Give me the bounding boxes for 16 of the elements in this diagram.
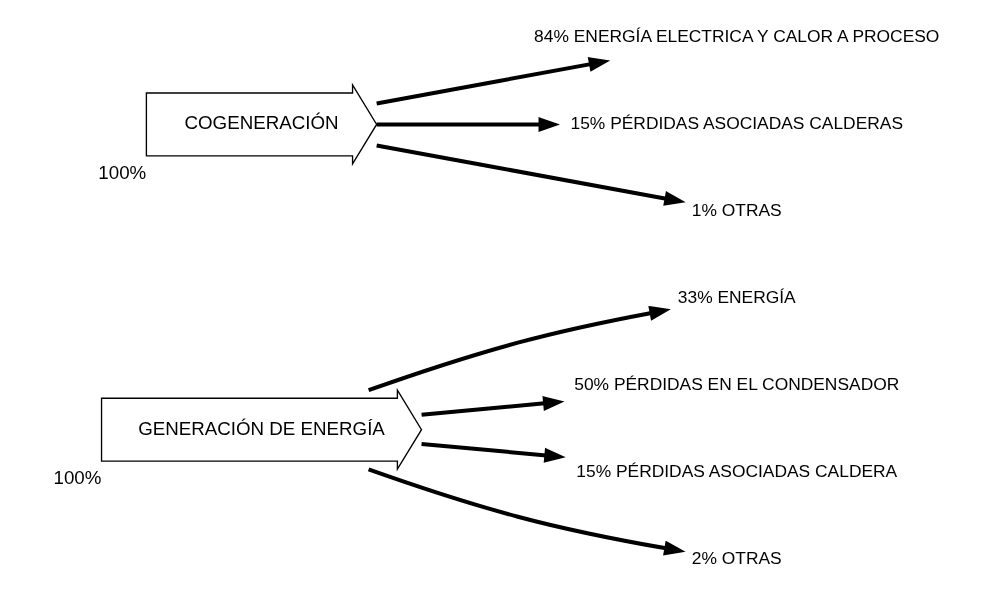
- node-text: 84% ENERGÍA ELECTRICA Y CALOR A PROCESO: [533, 26, 939, 46]
- arrow: [376, 116, 560, 132]
- node-label: 100%: [97, 161, 146, 183]
- arrow: [420, 442, 566, 463]
- arrow: [375, 143, 686, 206]
- node-text: 15% PÉRDIDAS ASOCIADAS CALDERAS: [570, 113, 903, 134]
- arrow: [375, 57, 610, 106]
- arrow: [367, 305, 671, 393]
- node-text: 15% PÉRDIDAS ASOCIADAS CALDERA: [575, 461, 897, 482]
- node-text: 33% ENERGÍA: [677, 287, 796, 308]
- node-text: 50% PÉRDIDAS EN EL CONDENSADOR: [573, 374, 899, 395]
- arrow: [420, 396, 564, 417]
- arrow: [367, 467, 685, 556]
- node-text: 2% OTRAS: [691, 548, 782, 569]
- node-text: 1% OTRAS: [691, 200, 782, 221]
- node-label: 100%: [52, 467, 101, 489]
